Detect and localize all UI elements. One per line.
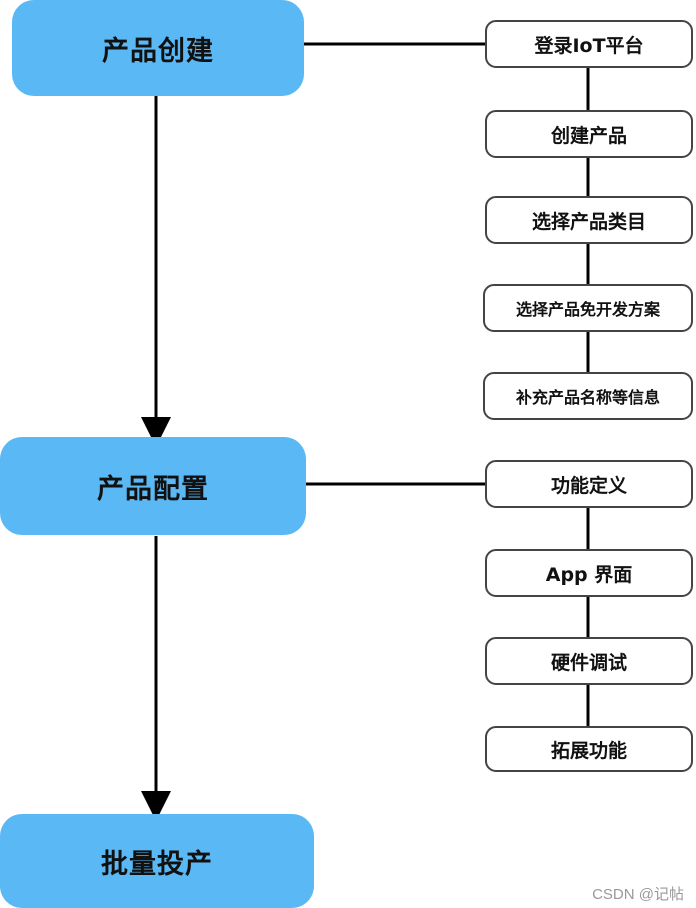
step-label: App 界面 (545, 563, 633, 586)
step-extended-functions: 拓展功能 (485, 726, 693, 772)
step-label: 选择产品类目 (531, 210, 646, 233)
step-label: 选择产品免开发方案 (515, 300, 660, 319)
main-step-product-configuration: 产品配置 (0, 437, 306, 535)
main-step-mass-production: 批量投产 (0, 814, 314, 908)
step-label: 硬件调试 (550, 651, 627, 674)
step-label: 补充产品名称等信息 (515, 388, 660, 407)
main-step-label: 产品配置 (97, 473, 209, 505)
step-label: 登录IoT平台 (534, 34, 644, 57)
step-add-product-info: 补充产品名称等信息 (483, 372, 693, 420)
main-step-label: 产品创建 (102, 35, 214, 67)
step-label: 创建产品 (550, 124, 627, 147)
step-select-category: 选择产品类目 (485, 196, 693, 244)
step-label: 功能定义 (550, 474, 627, 497)
step-hardware-debug: 硬件调试 (485, 637, 693, 685)
step-login-iot: 登录IoT平台 (485, 20, 693, 68)
step-create-product: 创建产品 (485, 110, 693, 158)
step-app-interface: App 界面 (485, 549, 693, 597)
step-label: 拓展功能 (550, 739, 627, 762)
step-function-definition: 功能定义 (485, 460, 693, 508)
main-step-label: 批量投产 (101, 848, 213, 880)
watermark: CSDN @记帖 (592, 886, 684, 903)
main-step-product-creation: 产品创建 (12, 0, 304, 96)
step-select-no-dev-solution: 选择产品免开发方案 (483, 284, 693, 332)
